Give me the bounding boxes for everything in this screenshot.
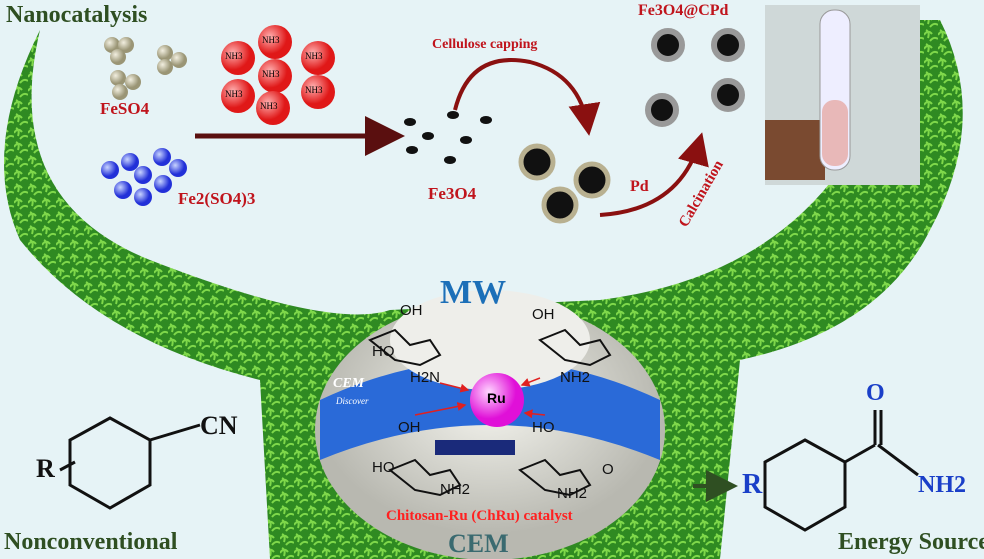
h2n-group: H2N — [410, 369, 441, 386]
oh-group: OH — [398, 419, 421, 436]
nh3-label: NH3 — [225, 51, 243, 61]
nh3-label: NH3 — [305, 51, 323, 61]
o-group: O — [602, 461, 614, 478]
oh-group: OH — [532, 306, 555, 323]
nh2-group: NH2 — [560, 369, 591, 386]
microwave-reactor — [315, 290, 665, 559]
fe2so43-particles — [101, 148, 187, 206]
coated-particles — [518, 143, 611, 224]
ho-group: HO — [372, 343, 395, 360]
pd-label: Pd — [630, 178, 649, 195]
cem-brand-small: CEM — [333, 376, 365, 391]
o-atom: O — [866, 380, 885, 406]
product-photo — [765, 5, 920, 185]
nonconventional-heading: Nonconventional — [4, 529, 178, 555]
nh3-label: NH3 — [305, 85, 323, 95]
nh3-particles — [221, 25, 335, 125]
nh2-group: NH2 — [918, 472, 966, 498]
fe3o4-label: Fe3O4 — [428, 184, 477, 203]
ho-group: HO — [372, 459, 395, 476]
fe3o4-cpd-particles — [645, 28, 745, 127]
ru-sphere — [470, 373, 524, 427]
nh3-label: NH3 — [260, 101, 278, 111]
chitosan-structure — [368, 328, 612, 497]
ru-label: Ru — [487, 390, 506, 406]
nh3-label: NH3 — [225, 89, 243, 99]
benzonitrile — [59, 416, 201, 510]
fe2so43-label: Fe2(SO4)3 — [178, 189, 256, 208]
nh2-group: NH2 — [440, 481, 471, 498]
feso4-label: FeSO4 — [100, 99, 150, 118]
catalyst-label: Chitosan-Ru (ChRu) catalyst — [386, 508, 573, 524]
nh2-group: NH2 — [557, 485, 588, 502]
cellulose-capping-label: Cellulose capping — [432, 37, 538, 52]
fe3o4-particles — [404, 111, 492, 164]
nh3-label: NH3 — [262, 69, 280, 79]
cn-group: CN — [200, 411, 238, 440]
fe3o4-cpd-label: Fe3O4@CPd — [638, 2, 729, 19]
leaf-shape — [4, 20, 963, 559]
nh3-label: NH3 — [262, 35, 280, 45]
cem-brand: CEM — [448, 529, 509, 558]
ru-arrows — [414, 377, 546, 419]
calcination-arrow — [599, 132, 709, 217]
r-group: R — [36, 454, 55, 483]
capping-arrow — [453, 58, 601, 136]
energy-source-heading: Energy Source — [838, 529, 984, 555]
oh-group: OH — [400, 302, 423, 319]
feso4-particles — [104, 37, 187, 100]
r-group: R — [742, 469, 763, 500]
discover-brand: Discover — [336, 396, 369, 406]
nanocatalysis-heading: Nanocatalysis — [6, 2, 148, 28]
mw-label: MW — [440, 274, 507, 311]
benzamide — [763, 410, 919, 532]
ho-group: HO — [532, 419, 555, 436]
